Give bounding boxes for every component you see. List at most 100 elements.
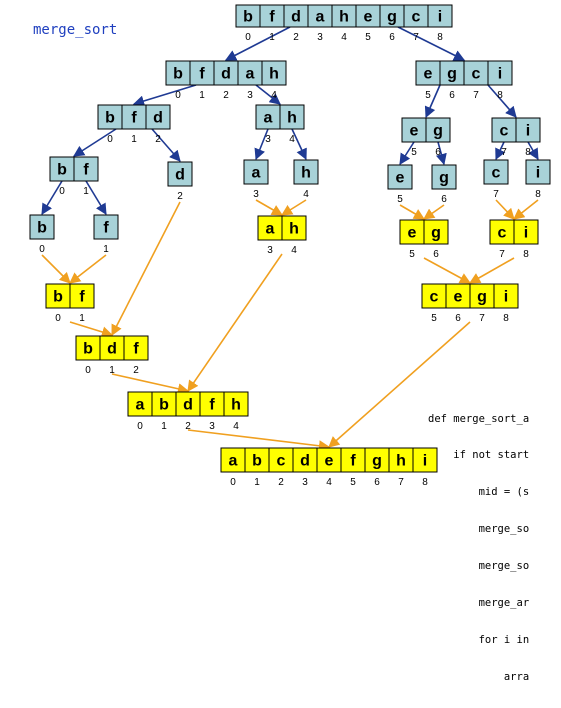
cell-letter: f (79, 289, 85, 306)
array-cell (316, 447, 342, 473)
cell-letter: h (301, 165, 311, 182)
array-cell (189, 60, 215, 86)
split-arrow (487, 84, 517, 118)
cell-index: 2 (133, 365, 139, 376)
cell-index: 4 (233, 421, 239, 432)
merge-arrow (187, 429, 331, 452)
cell-index: 1 (103, 244, 109, 255)
cell-index: 6 (389, 32, 395, 43)
cell-index: 7 (473, 90, 479, 101)
array-cell (340, 447, 366, 473)
cell-letter: c (498, 225, 507, 242)
cell-letter: i (526, 123, 530, 140)
array-cell (220, 447, 246, 473)
cell-letter: a (316, 9, 325, 26)
split-arrow (132, 84, 197, 107)
cell-letter: h (287, 110, 297, 127)
array-cell (425, 117, 451, 143)
cell-letter: d (300, 453, 310, 470)
merge-arrow (423, 257, 471, 284)
merge-arrow (469, 257, 515, 284)
cell-letter: e (454, 289, 463, 306)
array-cell (463, 60, 489, 86)
code-line: for i in (428, 633, 530, 646)
array-cell (388, 447, 414, 473)
cell-index: 2 (177, 191, 183, 202)
cell-letter: a (246, 66, 255, 83)
split-arrow (85, 180, 107, 215)
cell-index: 1 (161, 421, 167, 432)
cell-letter: a (264, 110, 273, 127)
array-cell (99, 335, 125, 361)
split-arrow (291, 128, 307, 161)
cell-index: 3 (209, 421, 215, 432)
cell-letter: a (266, 221, 275, 238)
cell-index: 6 (441, 194, 447, 205)
edge-layer (41, 26, 539, 452)
cell-index: 3 (253, 189, 259, 200)
split-arrow (255, 84, 281, 105)
code-line: arra (428, 670, 530, 683)
cell-index: 2 (223, 90, 229, 101)
split-arrow (73, 128, 117, 157)
split-arrow (424, 84, 441, 119)
array-cell (213, 60, 239, 86)
array-cell (493, 283, 519, 309)
merge-arrow (111, 201, 181, 336)
split-arrow (254, 128, 269, 161)
cell-index: 5 (409, 249, 415, 260)
array-cell (175, 391, 201, 417)
cell-letter: e (325, 453, 334, 470)
array-cell (513, 219, 539, 245)
cell-index: 7 (501, 147, 507, 158)
cell-index: 0 (245, 32, 251, 43)
split-array: d2 (167, 161, 193, 202)
code-line: def merge_sort_a (428, 412, 530, 425)
cell-index: 2 (185, 421, 191, 432)
cell-index: 8 (525, 147, 531, 158)
cell-letter: h (396, 453, 406, 470)
merge-arrow (399, 204, 425, 220)
cell-index: 5 (350, 477, 356, 488)
merge-arrow (255, 199, 283, 216)
split-array: a3 (243, 159, 269, 200)
array-cell (223, 391, 249, 417)
cell-index: 5 (431, 313, 437, 324)
array-cell (491, 117, 517, 143)
array-cell (279, 104, 305, 130)
array-cell (127, 391, 153, 417)
cell-letter: a (252, 165, 261, 182)
cell-index: 2 (278, 477, 284, 488)
array-cell (49, 156, 75, 182)
code-line: merge_ar (428, 597, 530, 610)
array-cell (421, 283, 447, 309)
cell-index: 8 (535, 189, 541, 200)
split-arrow (151, 128, 181, 162)
cell-letter: c (500, 123, 509, 140)
cell-index: 0 (85, 365, 91, 376)
cell-index: 8 (422, 477, 428, 488)
split-arrow (399, 141, 415, 165)
cell-letter: f (199, 66, 205, 83)
split-array: c7 (483, 159, 509, 200)
cell-index: 7 (493, 189, 499, 200)
array-cell (293, 159, 319, 185)
cell-letter: d (107, 341, 117, 358)
cell-index: 8 (503, 313, 509, 324)
cell-letter: i (423, 453, 427, 470)
cell-letter: c (277, 453, 286, 470)
cell-index: 7 (499, 249, 505, 260)
merge-arrow (41, 254, 71, 284)
cell-index: 2 (155, 134, 161, 145)
cell-index: 1 (131, 134, 137, 145)
merge-arrow (328, 321, 471, 448)
array-cell (199, 391, 225, 417)
cell-index: 1 (269, 32, 275, 43)
